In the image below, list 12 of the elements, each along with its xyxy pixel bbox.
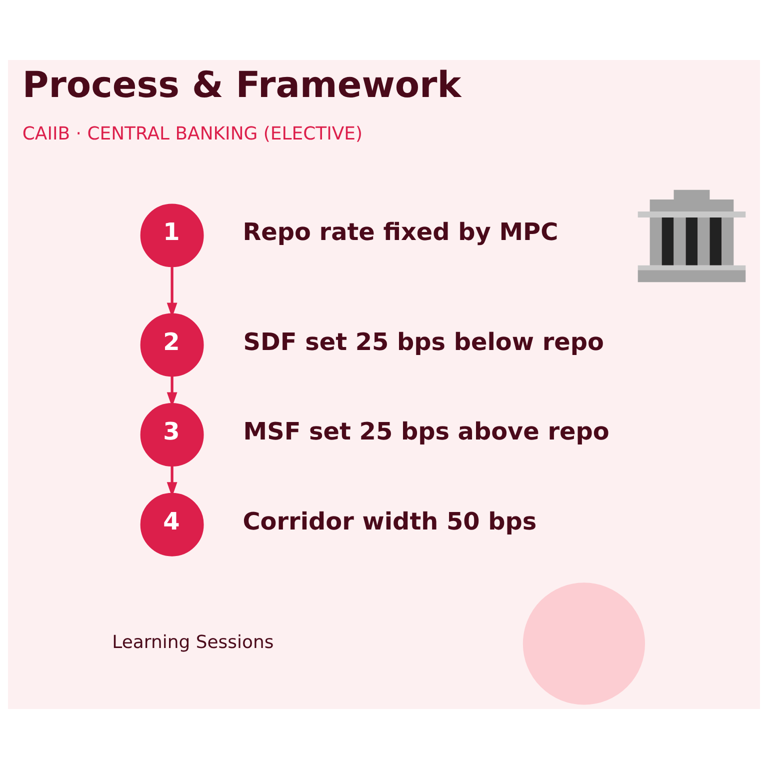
node-circle: 2 xyxy=(140,312,204,376)
node-circle: 3 xyxy=(140,402,204,466)
node-label: SDF set 25 bps below repo xyxy=(243,327,604,356)
label: Learning Sessions xyxy=(112,631,274,652)
node-label: MSF set 25 bps above repo xyxy=(243,417,610,446)
node-circle: 4 xyxy=(140,492,204,556)
label: CAIIB · CENTRAL BANKING (ELECTIVE) xyxy=(22,123,363,144)
node-circle xyxy=(522,582,646,704)
node-label: Corridor width 50 bps xyxy=(242,506,537,535)
node-label: Repo rate fixed by MPC xyxy=(242,218,558,246)
diagram-title: Process & Framework xyxy=(22,64,462,106)
node-circle: 1 xyxy=(140,203,204,267)
